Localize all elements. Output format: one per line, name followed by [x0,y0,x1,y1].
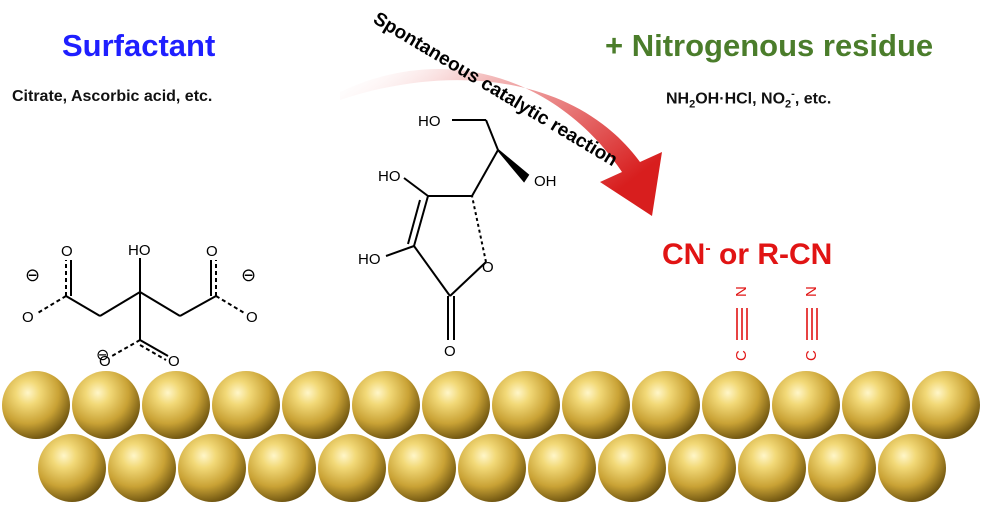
nitrogenous-examples-suffix: , etc. [794,90,832,108]
citrate-o-label: O [99,353,111,370]
ascorbic-structure [385,119,530,340]
ascorbic-ring-o-label: O [482,259,494,276]
cyanide-bond-n-label: N [803,286,820,297]
gold-sphere [458,434,526,502]
cyanide-bond-c-label: C [803,350,820,361]
gold-sphere [318,434,386,502]
gold-sphere [422,371,490,439]
gold-sphere [72,371,140,439]
cyanide-bond: N C [733,286,750,361]
cyanide-bond-c-label: C [733,350,750,361]
gold-sphere [388,434,456,502]
gold-sphere [842,371,910,439]
citrate-o-label: O [168,353,180,370]
nitrogenous-examples-sub2: 2 [785,98,792,111]
citrate-o-label: O [61,243,73,260]
gold-sphere [878,434,946,502]
gold-sphere [598,434,666,502]
nitrogenous-examples-prefix: NH [666,90,690,108]
gold-sphere [632,371,700,439]
ascorbic-oh-label: OH [534,173,557,190]
surfactant-title: Surfactant [62,28,216,63]
citrate-minus-icon: ⊖ [25,265,40,286]
nitrogenous-examples: NH2OH·HCl, NO2-, etc. [666,88,831,111]
gold-sphere [282,371,350,439]
citrate-o-label: O [206,243,218,260]
cyanide-label: CN- or R-CN [662,238,832,272]
citrate-structure [35,258,247,361]
citrate-minus-icon: ⊖ [96,345,109,364]
gold-sphere [738,434,806,502]
gold-sphere [2,371,70,439]
nitrogenous-title: + Nitrogenous residue [605,28,934,63]
ascorbic-ho-label: HO [378,168,401,185]
gold-sphere [702,371,770,439]
ascorbic-carbonyl-o-label: O [444,343,456,360]
citrate-o-label: O [246,309,258,326]
nitrogenous-examples-sup: - [791,88,795,100]
gold-sphere [352,371,420,439]
citrate-ho-label: HO [128,242,151,259]
gold-sphere [912,371,980,439]
ascorbic-ho-label: HO [358,251,381,268]
surfactant-examples: Citrate, Ascorbic acid, etc. [12,88,213,105]
cyanide-label-sup: - [705,240,711,257]
gold-sphere [808,434,876,502]
gold-sphere [108,434,176,502]
gold-sphere [772,371,840,439]
reaction-arrow [340,68,662,216]
cyanide-bond: N C [803,286,820,361]
gold-sphere [248,434,316,502]
gold-sphere [562,371,630,439]
gold-sphere [212,371,280,439]
nitrogenous-examples-sub1: 2 [689,98,696,111]
cyanide-bond-n-label: N [733,286,750,297]
gold-sphere [38,434,106,502]
ascorbic-ho-label: HO [418,113,441,130]
citrate-minus-icon: ⊖ [241,265,256,286]
gold-sphere [668,434,736,502]
reaction-arrow-label: Spontaneous catalytic reaction [369,8,621,171]
cyanide-label-main: CN [662,238,706,271]
gold-sphere [178,434,246,502]
nitrogenous-examples-mid: OH·HCl, NO [695,90,786,108]
cyanide-label-rest: or R-CN [710,238,833,271]
gold-sphere [142,371,210,439]
citrate-o-label: O [22,309,34,326]
gold-sphere [492,371,560,439]
gold-sphere [528,434,596,502]
gold-surface [2,371,980,502]
